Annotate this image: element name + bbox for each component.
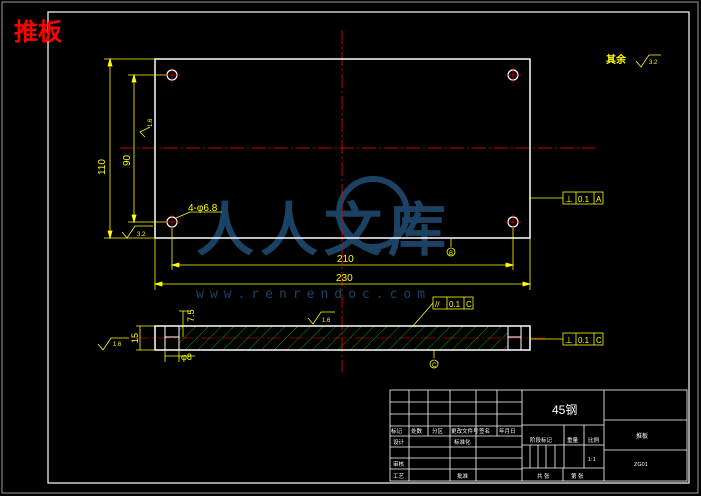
- title-block-material: 45钢: [552, 403, 577, 417]
- dimension-thickness: [136, 325, 155, 351]
- svg-text:C: C: [432, 363, 437, 369]
- svg-text:B: B: [449, 251, 453, 257]
- section-roughness-left-value: 1.6: [113, 342, 122, 348]
- front-view: 110 90 1.6 4-φ6.8 3.2 210: [97, 53, 661, 290]
- tb-stage-label: 阶段标记: [530, 436, 553, 444]
- tb-header-1: 处数: [411, 427, 423, 435]
- svg-text:0.1: 0.1: [578, 336, 590, 345]
- tb-header-3: 更改文件号: [451, 427, 479, 435]
- dim-text-counterbore-depth: 7.5: [186, 309, 196, 322]
- sheet-inner-border: [47, 11, 690, 484]
- hole-callout-leader: [175, 211, 191, 219]
- tb-weight-label: 重量: [567, 436, 579, 444]
- surface-note-label: 其余: [606, 53, 627, 66]
- mounting-hole-tr: [505, 67, 521, 83]
- tb-scale-value: 1:1: [588, 457, 596, 463]
- section-roughness-top-value: 1.6: [322, 318, 331, 324]
- mounting-hole-bl: [164, 214, 180, 230]
- watermark-text: 人人文库: [196, 198, 452, 263]
- datum-marker-c: C: [429, 350, 439, 369]
- watermark: 人人文库 www.renrendoc.com: [196, 176, 452, 302]
- tb-scale-label: 比例: [588, 436, 600, 444]
- dim-text-counterbore-dia: φ8: [181, 352, 192, 362]
- tb-header-5: 年月日: [499, 427, 516, 435]
- tb-sheet-no: 第 张: [571, 472, 584, 480]
- mounting-hole-tl: [164, 67, 180, 83]
- watermark-url: www.renrendoc.com: [196, 287, 431, 302]
- tb-row-review: 审核: [393, 460, 405, 468]
- section-outline: [154, 325, 531, 351]
- roughness-symbol-left: [139, 126, 151, 138]
- dim-text-width-outer: 230: [336, 273, 353, 284]
- svg-text:0.1: 0.1: [449, 300, 461, 309]
- svg-text:⊥: ⊥: [565, 194, 573, 204]
- section-hatched-body: [179, 326, 508, 350]
- dimension-height-outer: [104, 57, 155, 240]
- hole-callout-text: 4-φ6.8: [188, 203, 218, 214]
- counterbore-right: [507, 326, 522, 350]
- drawing-title: 推板: [14, 19, 63, 46]
- tb-sheets-total: 共 张: [537, 472, 550, 480]
- svg-text:C: C: [466, 300, 472, 309]
- dimension-counterbore-dia: [164, 350, 195, 362]
- dimension-height-holes: [128, 73, 166, 224]
- parallelism-leader: [412, 302, 434, 327]
- tb-header-2: 分区: [432, 427, 444, 435]
- tb-approve: 批准: [457, 472, 469, 480]
- dim-text-width-holes: 210: [337, 254, 354, 265]
- roughness-value-left: 1.6: [148, 118, 154, 127]
- section-roughness-left-symbol: [97, 337, 129, 351]
- surface-note-roughness-symbol: [635, 54, 661, 68]
- svg-text://: //: [435, 300, 440, 309]
- tb-header-0: 标记: [391, 427, 403, 435]
- title-block: [389, 389, 688, 482]
- svg-text:0.1: 0.1: [578, 195, 590, 204]
- tb-drawing-no: ZG01: [634, 462, 648, 468]
- svg-text:A: A: [596, 195, 602, 204]
- tb-standardization: 标准化: [454, 438, 471, 446]
- roughness-symbol-bottom-left: [121, 225, 153, 239]
- section-roughness-top-symbol: [307, 311, 335, 325]
- tb-row-process: 工艺: [393, 473, 405, 480]
- mounting-hole-br: [505, 214, 521, 230]
- watermark-logo-ring: [336, 176, 410, 250]
- tolerance-frame-c: ⊥ 0.1 C: [562, 332, 604, 346]
- dimension-width-holes: [170, 228, 515, 270]
- plate-outline: [154, 58, 531, 239]
- surface-note-roughness-value: 3.2: [649, 60, 658, 66]
- dim-text-height-holes: 90: [122, 154, 133, 166]
- dim-text-height-outer: 110: [97, 159, 108, 175]
- section-view: 15 7.5 φ8 1.6 1.6 // 0: [97, 296, 604, 369]
- tb-row-design: 设计: [393, 438, 405, 446]
- dimension-counterbore-depth: [179, 310, 190, 337]
- datum-marker-b: B: [446, 238, 456, 257]
- dim-text-thickness: 15: [130, 333, 140, 343]
- tolerance-frame-parallel: // 0.1 C: [432, 296, 474, 310]
- counterbore-left: [164, 326, 180, 350]
- roughness-value-bottom-left: 3.2: [137, 232, 146, 238]
- svg-text:C: C: [596, 336, 602, 345]
- svg-text:⊥: ⊥: [565, 335, 573, 345]
- tb-header-4: 签名: [479, 427, 490, 435]
- tb-part-name: 推板: [636, 432, 648, 440]
- tolerance-frame-a: ⊥ 0.1 A: [562, 191, 604, 205]
- dimension-width-outer: [153, 238, 532, 290]
